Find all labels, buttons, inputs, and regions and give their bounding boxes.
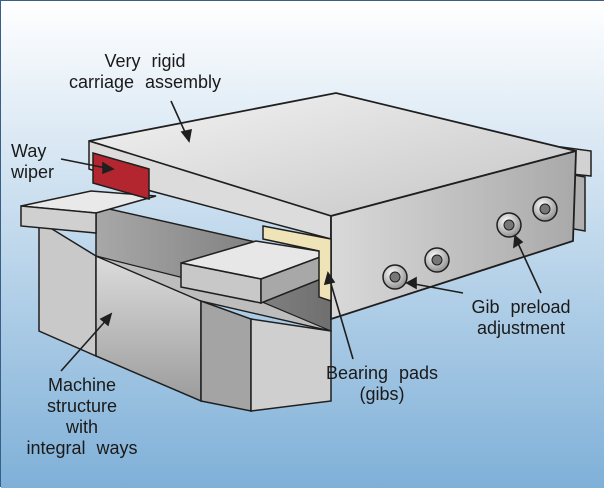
arrowhead [323,271,336,286]
arrowhead [102,161,115,175]
leader-bearing [328,276,354,360]
label-machine-line1: Machine [47,375,117,395]
hex-screw-icon [424,247,450,273]
label-carriage-line1: Very rigid [104,51,186,71]
base-right-post-side [250,318,332,412]
left-way-front [20,205,97,234]
hex-screw-icon [496,212,522,238]
base-right-post [200,299,252,412]
label-machine-line2: structure [46,396,118,416]
label-machine-line4: integral ways [26,438,138,458]
hex-screw-icon [382,264,408,290]
arrowhead [180,128,193,143]
arrowhead [513,234,524,249]
arrowhead [99,312,113,327]
bearing-pad [262,225,332,303]
label-bearing-line1: Bearing pads [325,363,439,383]
label-carriage-line2: carriage assembly [68,72,222,92]
label-carriage: Very rigid carriage assembly [45,51,245,93]
leader-gib-1 [408,282,464,294]
label-wiper-line2: wiper [11,162,55,182]
label-machine-line3: with [65,417,98,437]
label-bearing-line2: (gibs) [359,384,405,404]
label-gib-line2: adjustment [476,318,566,338]
label-machine-structure: Machine structure with integral ways [7,375,157,459]
label-way-wiper: Way wiper [11,141,54,183]
label-gib-line1: Gib preload [471,297,571,317]
leader-machine [60,316,110,372]
label-bearing-pads: Bearing pads (gibs) [297,363,467,405]
arrowhead [405,276,417,290]
hex-screw-icon [532,196,558,222]
leader-gib-2 [515,238,542,294]
label-wiper-line1: Way [11,141,47,161]
label-gib-preload: Gib preload adjustment [441,297,601,339]
